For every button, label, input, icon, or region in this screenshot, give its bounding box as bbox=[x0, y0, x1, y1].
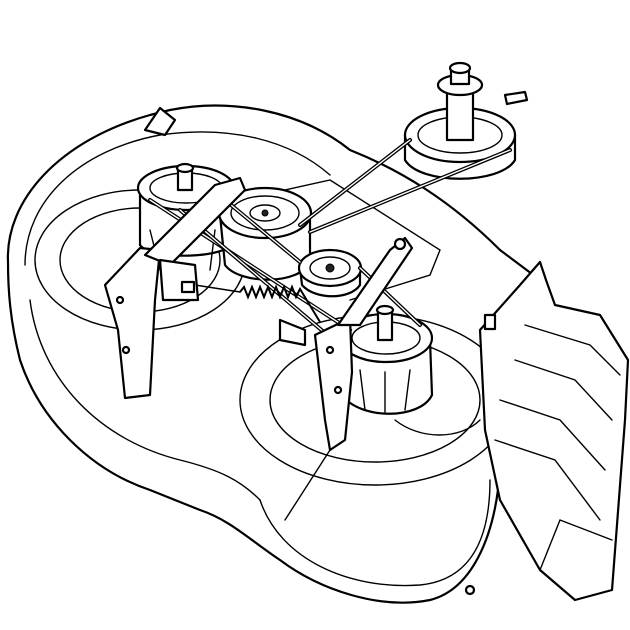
left-hanger-bracket bbox=[103, 176, 247, 400]
tension-spring bbox=[194, 284, 321, 323]
deck-belt bbox=[148, 198, 422, 352]
deck-shell bbox=[6, 104, 547, 604]
drive-pulley bbox=[403, 61, 529, 180]
idler-pulley bbox=[297, 248, 363, 298]
right-hanger-bracket bbox=[278, 236, 414, 521]
discharge-chute bbox=[478, 260, 630, 602]
drive-belt bbox=[298, 138, 512, 234]
deck-hardware bbox=[394, 313, 497, 596]
right-spindle-pulley bbox=[338, 304, 434, 415]
